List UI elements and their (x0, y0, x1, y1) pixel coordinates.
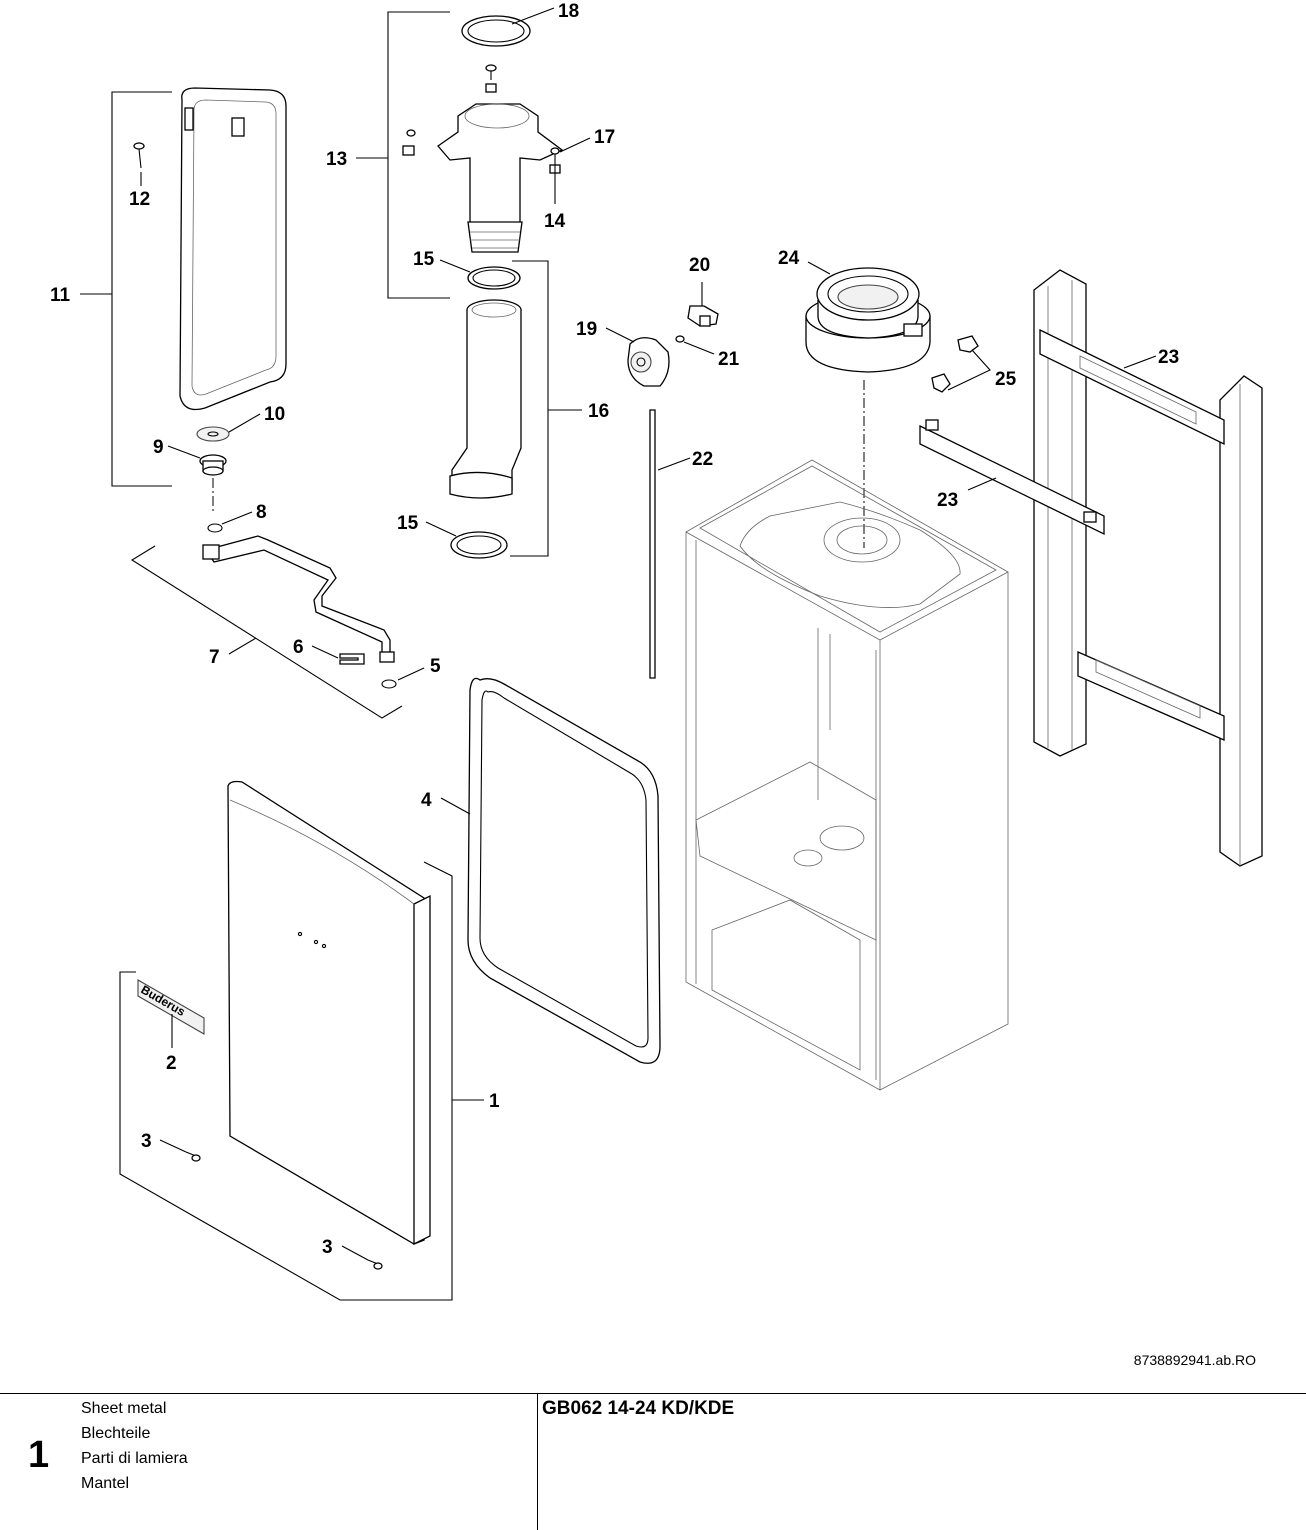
callout-8: 8 (256, 502, 267, 523)
screw-12 (133, 142, 145, 169)
callout-17: 17 (594, 127, 615, 148)
fitting-9 (199, 454, 227, 476)
screw-3-upper (185, 1151, 201, 1162)
frame-seal-4 (467, 677, 661, 1064)
mounting-rail (1033, 269, 1263, 867)
washer-10 (196, 426, 230, 442)
screw-top (485, 64, 497, 93)
buderus-logo-2: Buderus (137, 979, 205, 1035)
sensor-20 (687, 305, 719, 327)
page-number: 1 (28, 1434, 50, 1476)
section-name-nl: Mantel (81, 1475, 130, 1492)
callout-12: 12 (129, 189, 150, 210)
callout-11: 11 (50, 285, 71, 306)
flue-pipe (449, 299, 522, 499)
connection-pipe (202, 535, 395, 663)
expansion-vessel (111, 87, 287, 487)
seal-ring-15-bottom (450, 531, 508, 559)
callout-18: 18 (558, 1, 579, 22)
screw-3-lower (367, 1259, 383, 1270)
section-names: Sheet metal Blechteile Parti di lamiera … (81, 1396, 188, 1496)
callout-16: 16 (588, 401, 609, 422)
callout-4: 4 (421, 790, 432, 811)
o-ring-8 (207, 523, 223, 533)
leader-lines (80, 7, 1157, 1261)
callout-10: 10 (264, 404, 285, 425)
callout-25: 25 (995, 369, 1017, 390)
screw-21 (675, 335, 685, 343)
flue-adapter (437, 103, 564, 253)
callout-13: 13 (326, 149, 347, 170)
callout-5: 5 (430, 656, 441, 677)
callout-23: 23 (937, 490, 958, 511)
o-ring-5 (381, 679, 397, 689)
callout-1: 1 (489, 1091, 500, 1112)
clip-6 (339, 653, 365, 665)
clip-left (402, 129, 416, 156)
callout-14: 14 (544, 211, 566, 232)
callout-6: 6 (293, 637, 304, 658)
test-caps-25 (931, 335, 979, 393)
front-panel-1 (227, 780, 431, 1246)
model-title: GB062 14-24 KD/KDE (542, 1398, 735, 1419)
divider (537, 1394, 538, 1530)
title-block: 1 Sheet metal Blechteile Parti di lamier… (0, 1393, 1306, 1530)
callout-3: 3 (141, 1131, 152, 1152)
section-name-de: Blechteile (81, 1425, 151, 1442)
seal-ring-15-top (467, 266, 521, 290)
bracket-23 (919, 419, 1105, 536)
document-code: 8738892941.ab.RO (1133, 1352, 1256, 1368)
section-name-it: Parti di lamiera (81, 1450, 188, 1467)
callout-20: 20 (689, 255, 710, 276)
boiler-frame (685, 459, 1009, 1091)
callout-15: 15 (413, 249, 435, 270)
callout-3: 3 (322, 1237, 333, 1258)
screw-17 (550, 147, 560, 160)
callouts: 1 2 3 3 4 5 6 7 8 9 10 11 12 13 14 15 15… (50, 1, 1179, 1258)
flue-connection-24 (805, 267, 931, 373)
callout-2: 2 (166, 1053, 177, 1074)
callout-19: 19 (576, 319, 597, 340)
section-name-en: Sheet metal (81, 1400, 167, 1417)
callout-21: 21 (718, 349, 740, 370)
callout-23: 23 (1158, 347, 1179, 368)
callout-22: 22 (692, 449, 713, 470)
hose-22 (649, 409, 656, 679)
callout-24: 24 (778, 248, 800, 269)
callout-15: 15 (397, 513, 419, 534)
callout-9: 9 (153, 437, 164, 458)
exploded-parts-diagram: Buderus (50, 1, 1263, 1301)
callout-7: 7 (209, 647, 220, 668)
pressure-switch-19 (627, 337, 670, 387)
